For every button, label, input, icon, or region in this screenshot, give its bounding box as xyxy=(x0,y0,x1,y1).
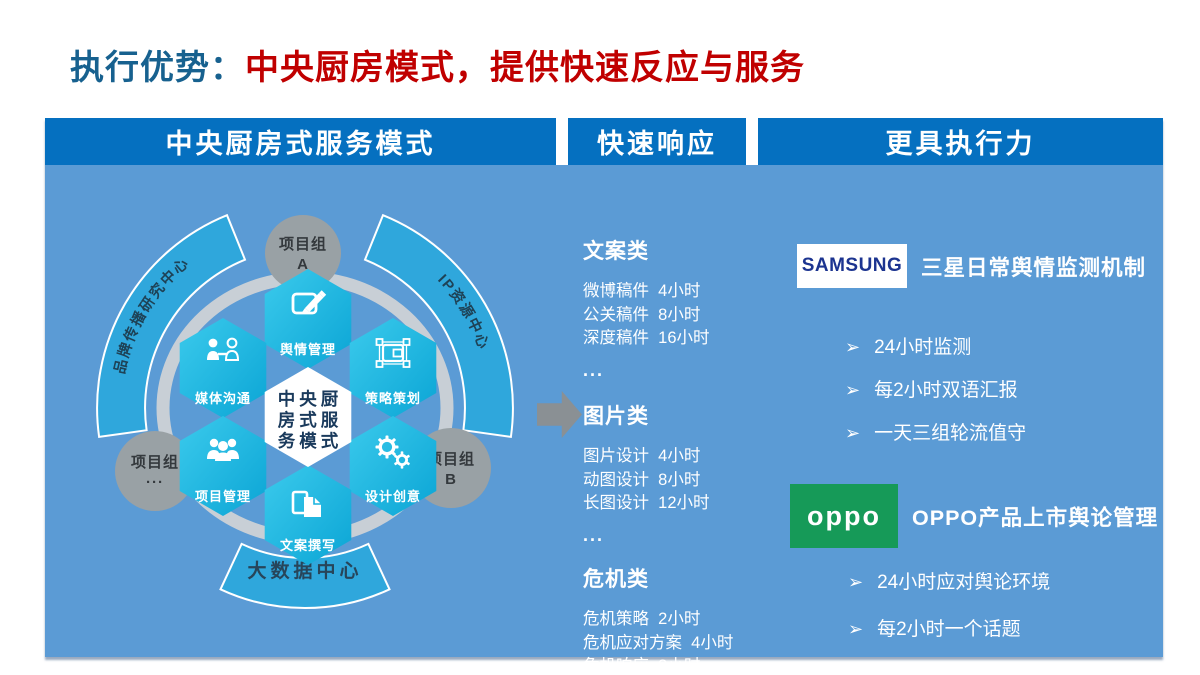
group-heading: 图片类 xyxy=(583,405,649,428)
hex-design-creative: 设计创意 xyxy=(349,416,437,516)
main-panel: 中央厨房式服务模式 快速响应 更具执行力 品牌传播研究中心 IP资源中心 xyxy=(45,118,1163,675)
arrow-bullet-icon: ➢ xyxy=(848,666,863,675)
list-item: 危机策略 2小时 xyxy=(583,610,701,628)
list-item: 深度稿件 16小时 xyxy=(583,329,710,347)
list-item: 动图设计 8小时 xyxy=(583,470,701,489)
bullet-text: 每2小时双语汇报 xyxy=(874,380,1018,401)
copy-doc-icon xyxy=(291,490,321,517)
list-item: 图片设计 4小时 xyxy=(583,447,701,465)
bullet-text: 24小时监测 xyxy=(874,337,972,358)
project-group-more: 项目组 ··· xyxy=(115,431,195,511)
arrow-bullet-icon: ➢ xyxy=(845,380,861,400)
bullet-text: 一天两组轮流值守 xyxy=(877,661,1029,675)
hex-public-opinion: 舆情管理 xyxy=(264,269,352,369)
strategy-frame-icon xyxy=(375,338,411,368)
hex-strategy-planning: 策略策划 xyxy=(349,318,437,418)
list-item: 长图设计 12小时 xyxy=(583,494,710,512)
bullet-text: 每2小时一个话题 xyxy=(877,619,1021,640)
center-hex-line: 房式服 xyxy=(278,410,343,430)
handshake-icon xyxy=(207,337,240,361)
arrow-bullet-icon: ➢ xyxy=(848,572,864,592)
quick-response-group-copy: 文案类 微博稿件 4小时 公关稿件 8小时 深度稿件 16小时 ... xyxy=(583,235,763,381)
title-prefix: 执行优势： xyxy=(70,49,245,87)
title-main: 中央厨房模式，提供快速反应与服务 xyxy=(245,49,805,87)
samsung-logo-row: SAMSUNG 三星日常舆情监测机制 xyxy=(797,244,1177,288)
list-item: ➢ 24小时应对舆论环境 xyxy=(848,567,1170,594)
header-execution: 更具执行力 xyxy=(758,118,1163,165)
list-item: 危机应对方案 4小时 xyxy=(583,633,734,652)
samsung-bullet-list: ➢ 24小时监测 ➢ 每2小时双语汇报 ➢ 一天三组轮流值守 xyxy=(845,332,1177,445)
list-item: ➢ 每2小时双语汇报 xyxy=(845,375,1177,402)
hex-project-management: 项目管理 xyxy=(179,416,267,516)
hex-media-communication: 媒体沟通 xyxy=(179,318,267,418)
bullet-text: 24小时应对舆论环境 xyxy=(877,572,1051,593)
hex-label: 项目管理 xyxy=(195,489,251,504)
list-item: ➢ 一天三组轮流值守 xyxy=(845,418,1177,445)
list-item: 公关稿件 8小时 xyxy=(583,305,701,324)
oppo-logo-row: oppo OPPO产品上市舆论管理 xyxy=(790,484,1170,548)
circle-label: 项目组 xyxy=(427,450,475,468)
bullet-text: 一天三组轮流值守 xyxy=(874,423,1027,444)
hex-label: 设计创意 xyxy=(365,489,421,504)
group-heading: 文案类 xyxy=(583,240,649,263)
team-icon xyxy=(207,438,239,461)
hex-label: 媒体沟通 xyxy=(195,391,251,406)
quick-response-group-image: 图片类 图片设计 4小时 动图设计 8小时 长图设计 12小时 ... xyxy=(583,400,763,546)
arrow-bullet-icon: ➢ xyxy=(845,423,861,443)
edit-icon xyxy=(291,290,327,315)
circle-sub: ··· xyxy=(146,474,164,491)
circle-sub: B xyxy=(445,471,457,488)
header-divider xyxy=(746,118,758,165)
header-quick-response: 快速响应 xyxy=(568,118,746,165)
list-item: 危机响应 8小时 xyxy=(583,657,701,675)
case-title: 三星日常舆情监测机制 xyxy=(921,255,1147,280)
arrow-bullet-icon: ➢ xyxy=(845,337,861,357)
more-ellipsis: ... xyxy=(583,359,605,380)
band-big-data: 大数据中心 xyxy=(219,542,391,609)
band-label: 大数据中心 xyxy=(247,559,362,582)
header-divider xyxy=(556,118,568,165)
samsung-case: SAMSUNG 三星日常舆情监测机制 ➢ 24小时监测 ➢ 每2小时双语汇报 ➢… xyxy=(797,244,1177,461)
oppo-logo: oppo xyxy=(790,484,898,548)
arrow-bullet-icon: ➢ xyxy=(848,619,864,639)
quick-response-group-crisis: 危机类 危机策略 2小时 危机应对方案 4小时 危机响应 8小时 ... xyxy=(583,563,763,675)
hex-label: 策略策划 xyxy=(365,391,421,406)
header-central-kitchen: 中央厨房式服务模式 xyxy=(45,118,556,165)
hex-label: 舆情管理 xyxy=(280,342,336,357)
circle-label: 项目组 xyxy=(131,453,179,471)
center-hex-line: 务模式 xyxy=(278,431,343,451)
project-group-a: 项目组 A xyxy=(265,215,341,291)
list-item: ➢ 每2小时一个话题 xyxy=(848,614,1170,641)
hex-center-service-model: 中央厨 房式服 务模式 xyxy=(264,367,352,467)
samsung-logo: SAMSUNG xyxy=(797,244,907,288)
oppo-bullet-list: ➢ 24小时应对舆论环境 ➢ 每2小时一个话题 ➢ 一天两组轮流值守 xyxy=(848,567,1170,675)
gears-icon xyxy=(375,435,410,469)
page-title: 执行优势：中央厨房模式，提供快速反应与服务 xyxy=(70,40,805,89)
case-title: OPPO产品上市舆论管理 xyxy=(912,505,1159,530)
group-heading: 危机类 xyxy=(583,568,649,591)
list-item: 微博稿件 4小时 xyxy=(583,282,701,300)
hex-copywriting: 文案撰写 xyxy=(264,465,352,565)
central-kitchen-diagram: 品牌传播研究中心 IP资源中心 大数据中心 项目组 A 项目组 xyxy=(96,213,514,609)
more-ellipsis: ... xyxy=(583,524,605,545)
hex-label: 文案撰写 xyxy=(280,538,336,553)
list-item: ➢ 24小时监测 xyxy=(845,332,1177,359)
oppo-case: oppo OPPO产品上市舆论管理 ➢ 24小时应对舆论环境 ➢ 每2小时一个话… xyxy=(790,484,1170,675)
list-item: ➢ 一天两组轮流值守 xyxy=(848,661,1170,675)
circle-sub: A xyxy=(297,256,309,273)
circle-label: 项目组 xyxy=(279,235,327,253)
center-hex-line: 中央厨 xyxy=(278,389,343,409)
